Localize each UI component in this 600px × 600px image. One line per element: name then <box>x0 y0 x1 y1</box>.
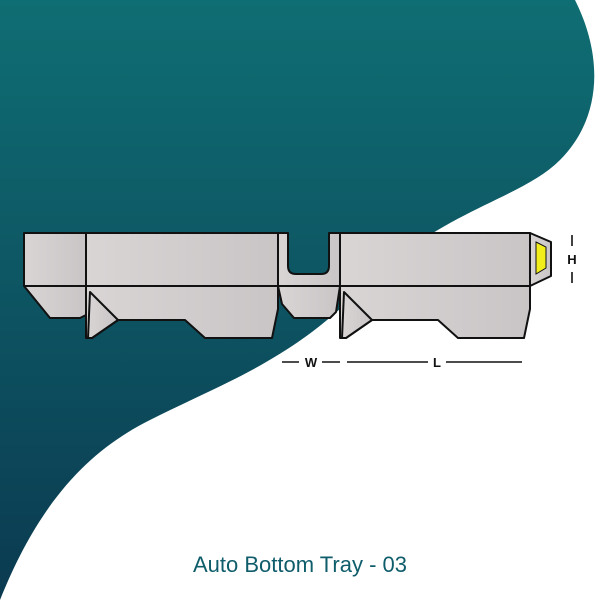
end-panel-left <box>23 232 87 287</box>
glue-strip <box>535 241 547 275</box>
height-label: H <box>567 252 576 267</box>
width-label: W <box>305 355 318 370</box>
tray-dieline <box>23 232 552 339</box>
side-panel-width-notched <box>277 232 341 287</box>
diagram-caption: Auto Bottom Tray - 03 <box>193 552 407 577</box>
bottom-flap-left <box>23 285 87 319</box>
length-label: L <box>433 355 441 370</box>
lock-tab-2 <box>341 291 373 339</box>
side-panel-length-2 <box>339 232 531 287</box>
dimension-marks <box>282 235 573 363</box>
side-panel-length-1 <box>85 232 279 287</box>
lock-tab-1 <box>87 291 119 339</box>
